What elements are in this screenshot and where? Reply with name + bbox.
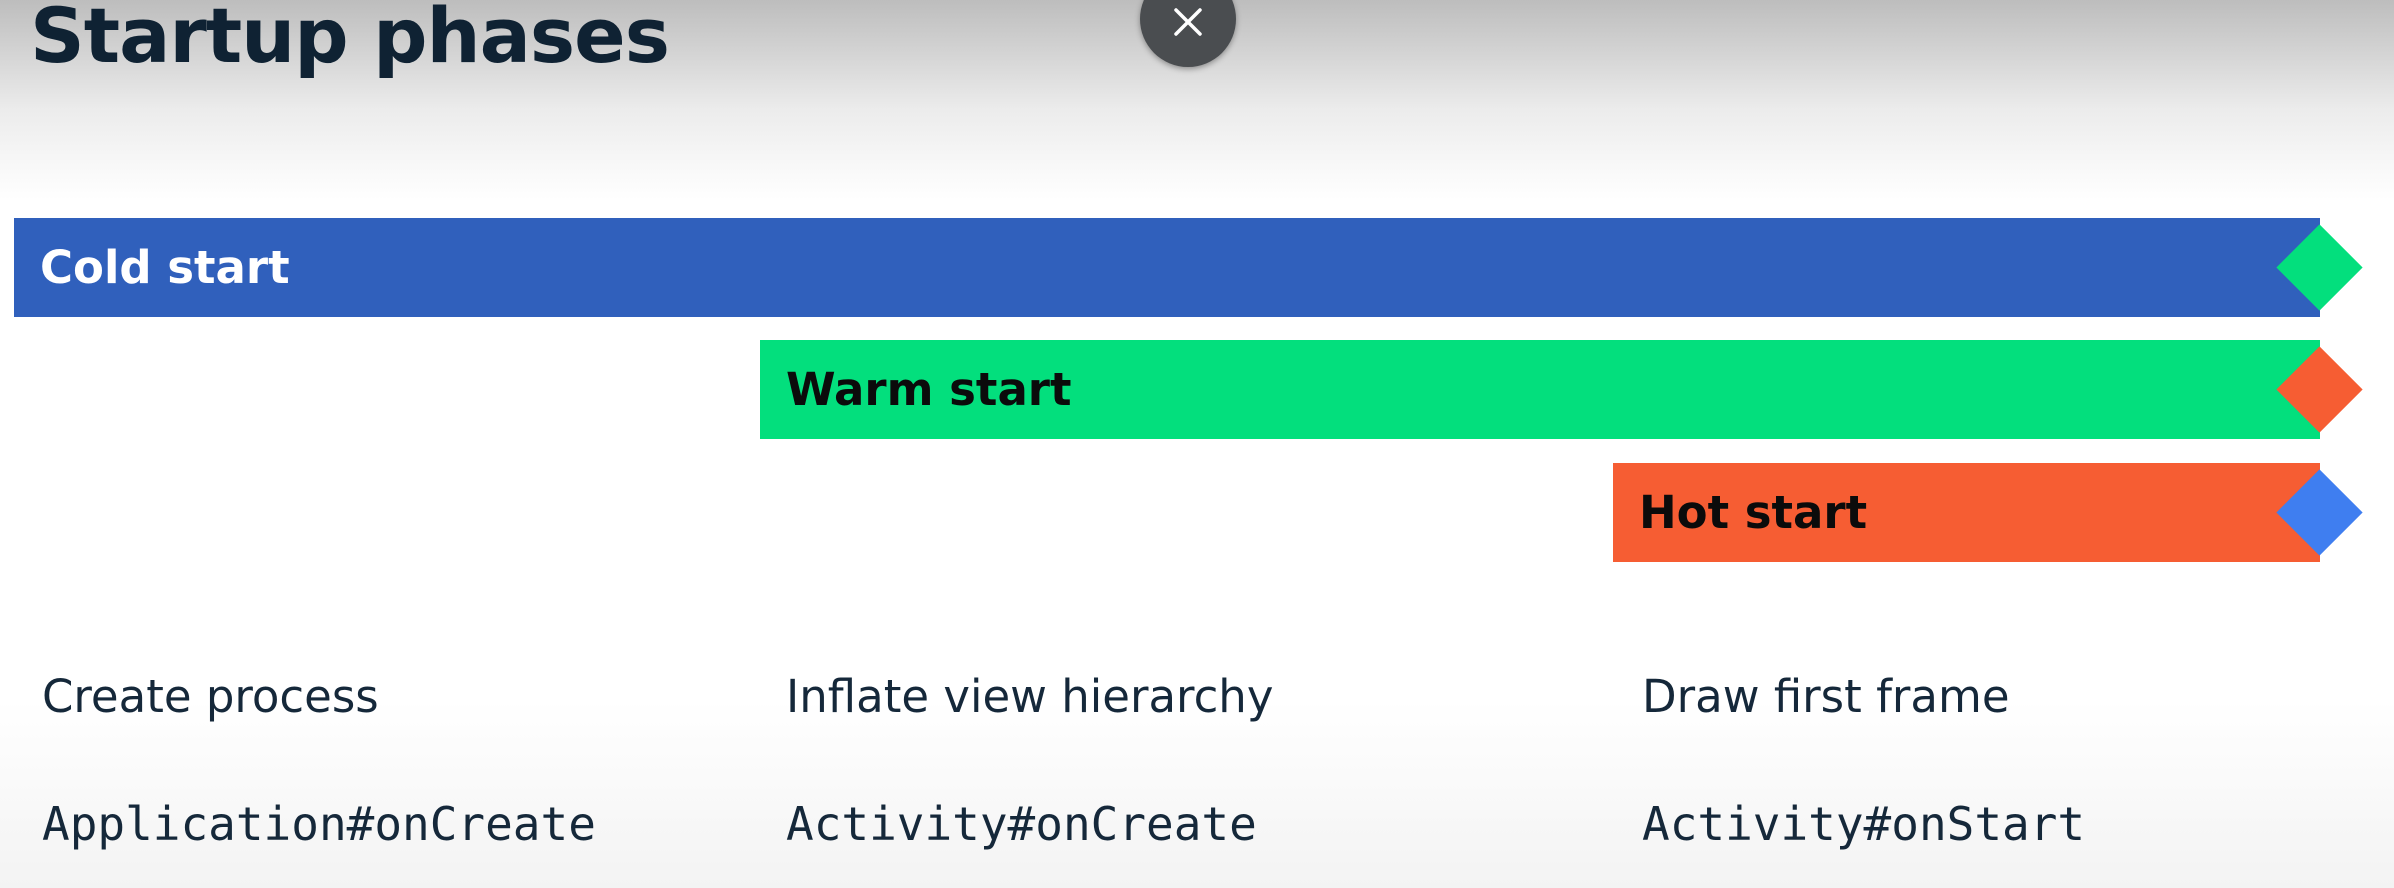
close-icon <box>1174 8 1202 36</box>
slide-title: Startup phases <box>30 0 670 80</box>
callback-activity-oncreate: Activity#onCreate <box>786 797 1257 851</box>
cold-start-bar: Cold start <box>14 218 2320 317</box>
phase-step-draw-first-frame: Draw first frame <box>1642 670 2010 723</box>
callback-activity-onstart: Activity#onStart <box>1642 797 2086 851</box>
cold-start-label: Cold start <box>40 241 290 294</box>
callback-application-oncreate: Application#onCreate <box>42 797 596 851</box>
phase-step-inflate-view-hierarchy: Inflate view hierarchy <box>786 670 1274 723</box>
hot-start-bar: Hot start <box>1613 463 2320 562</box>
hot-start-label: Hot start <box>1639 486 1868 539</box>
warm-start-label: Warm start <box>786 363 1072 416</box>
warm-start-bar: Warm start <box>760 340 2320 439</box>
close-button[interactable] <box>1140 0 1236 67</box>
phase-step-create-process: Create process <box>42 670 379 723</box>
